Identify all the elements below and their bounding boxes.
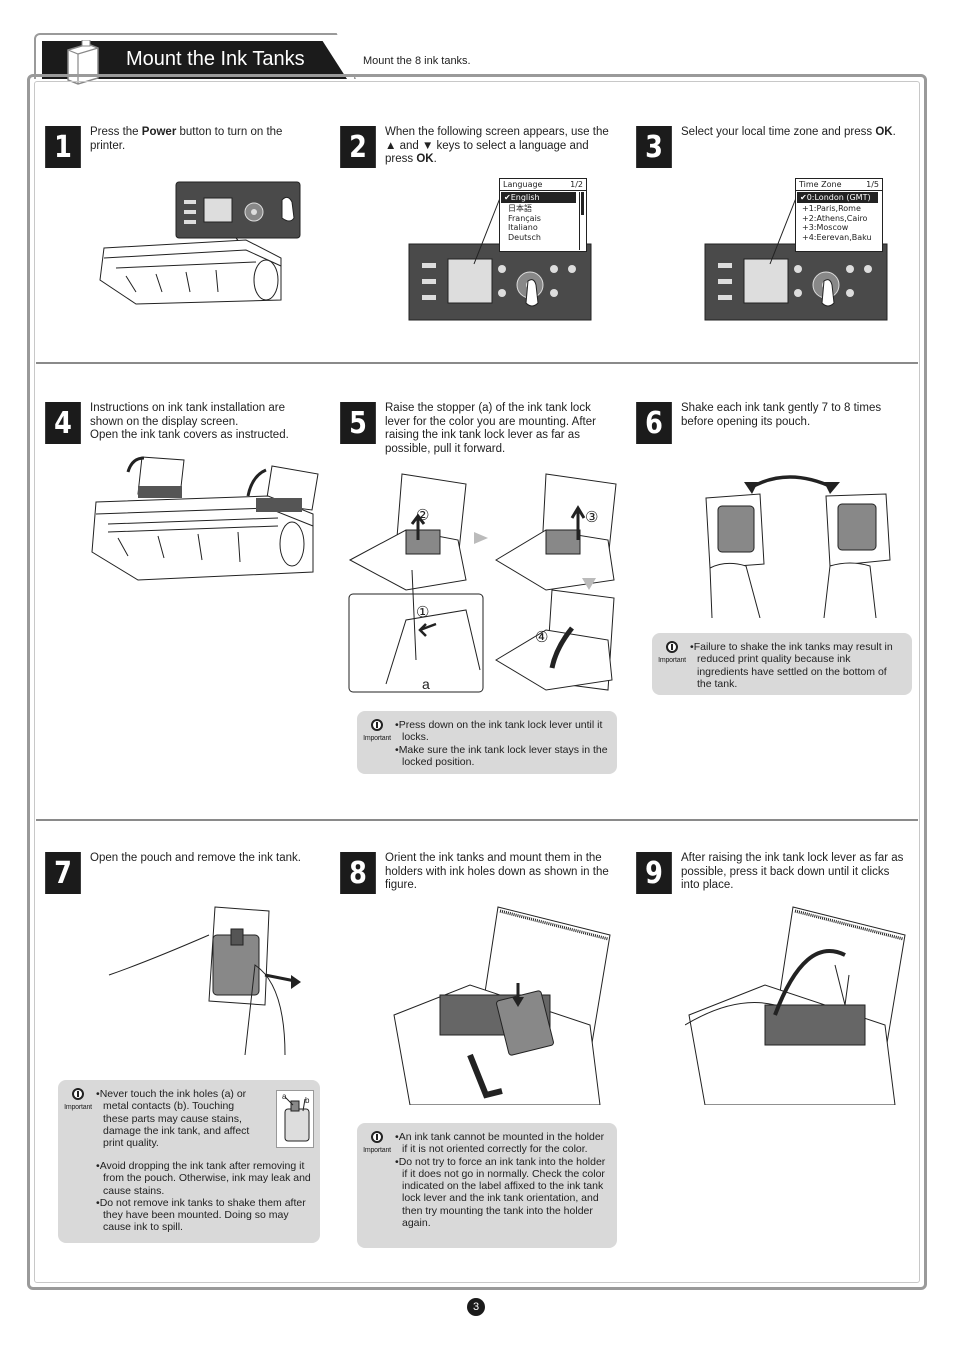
step-instruction: Select your local time zone and press OK… [681,126,896,138]
step-number: 8 [340,852,376,894]
callout-line [769,197,797,265]
step-instruction: When the following screen appears, use t… [385,126,609,165]
lower-lock-lever-illustration [685,906,906,1105]
step-instruction: Raise the stopper (a) of the ink tank lo… [385,402,596,455]
step-number: 9 [636,852,672,894]
control-panel-illustration [408,243,592,321]
step-instruction: Instructions on ink tank installation ar… [90,402,289,441]
page-subtitle: Mount the 8 ink tanks. [363,55,471,67]
shake-ink-tank-illustration [705,475,891,618]
page-title: Mount the Ink Tanks [126,48,305,70]
selected-timezone: ✔0:London (GMT) [797,192,878,203]
step-instruction: Press the Power button to turn on the pr… [90,126,283,152]
important-icon: Important [363,1131,391,1157]
step-number: 1 [45,126,81,168]
step-instruction: Open the pouch and remove the ink tank. [90,852,301,864]
important-icon: Important [64,1088,92,1114]
content-frame [27,74,927,1290]
step-number: 2 [340,126,376,168]
important-note: Important Press down on the ink tank loc… [357,711,617,774]
label-a: a [422,676,430,692]
selected-language: ✔English [501,192,576,203]
step-instruction: Orient the ink tanks and mount them in t… [385,852,609,891]
callout-line [473,197,501,265]
important-note: Important An ink tank cannot be mounted … [357,1123,617,1248]
step-number: 4 [45,402,81,444]
control-panel-illustration [704,243,888,321]
step-instruction: Shake each ink tank gently 7 to 8 times … [681,402,882,428]
callout-2: ② [416,507,430,524]
step-number: 6 [636,402,672,444]
step-instruction: After raising the ink tank lock lever as… [681,852,904,891]
row-divider [36,362,918,364]
callout-1: ① [416,604,430,621]
mount-ink-tank-illustration [393,906,611,1105]
step-number: 5 [340,402,376,444]
row-divider [36,819,918,821]
scroll-bar [579,192,585,250]
callout-4: ④ [535,629,549,646]
page-number: 3 [467,1298,485,1316]
ink-holes-diagram: a b [276,1090,314,1148]
step-number: 3 [636,126,672,168]
printer-open-covers-illustration [91,456,319,581]
ink-lock-lever-illustration [348,473,617,693]
remove-ink-tank-illustration [108,906,301,1056]
printer-power-illustration [99,181,301,305]
step-number: 7 [45,852,81,894]
important-icon: Important [658,641,686,667]
important-icon: Important [363,719,391,745]
important-note: Important Failure to shake the ink tanks… [652,633,912,695]
important-note: Important Never touch the ink holes (a) … [58,1080,320,1243]
callout-3: ③ [585,509,599,526]
